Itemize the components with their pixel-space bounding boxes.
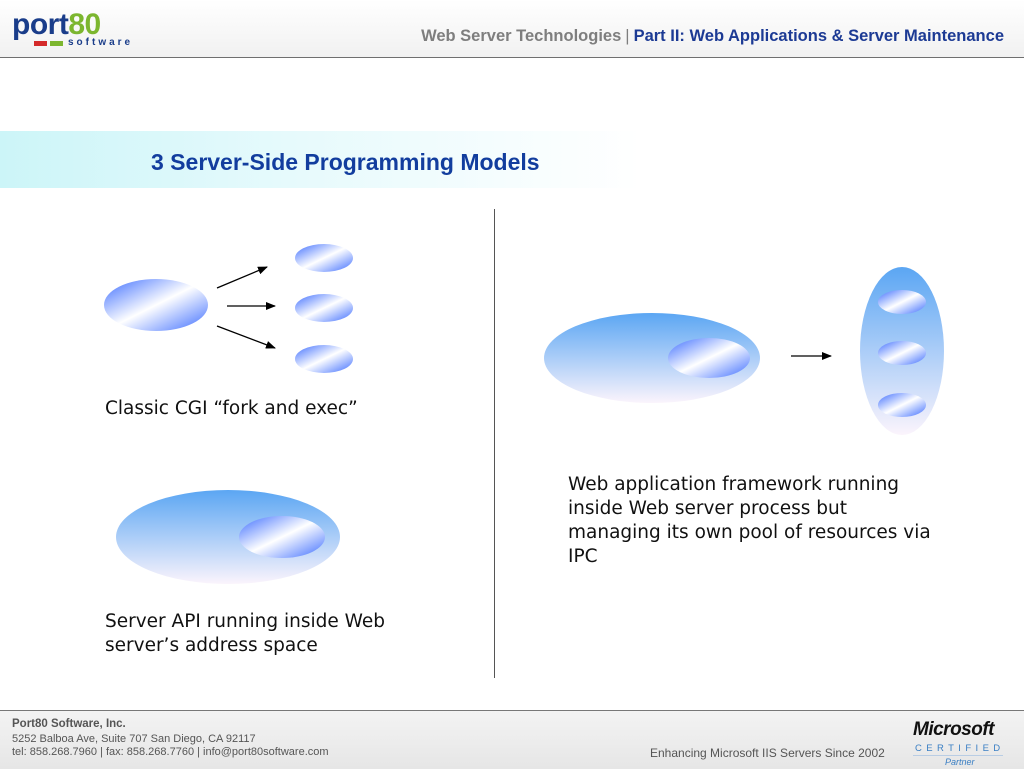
port80-logo: port80 software: [12, 8, 142, 54]
cgi-caption: Classic CGI “fork and exec”: [105, 398, 358, 419]
app-framework-model: [544, 267, 944, 435]
api-extension: [239, 516, 325, 558]
logo-brand-number: 80: [68, 8, 101, 41]
logo-green-bar: [50, 41, 63, 46]
pool-resource-3: [878, 393, 926, 417]
column-divider: [494, 209, 495, 678]
microsoft-certified-partner-logo: Microsoft CERTIFIED Partner: [913, 719, 1013, 769]
child-process-3: [295, 345, 353, 373]
child-process-1: [295, 244, 353, 272]
header-separator: |: [625, 27, 630, 45]
framework-component: [668, 338, 750, 378]
pool-resource-2: [878, 341, 926, 365]
cgi-model: [104, 244, 353, 373]
server-api-model: [116, 490, 340, 584]
course-title: Web Server Technologies: [421, 27, 622, 45]
pool-resource-1: [878, 290, 926, 314]
slide-title: 3 Server-Side Programming Models: [151, 149, 540, 175]
logo-brand: port: [12, 8, 69, 41]
badge-rule: [913, 755, 1003, 756]
child-process-2: [295, 294, 353, 322]
partner-text: Partner: [945, 757, 975, 767]
cgi-server-process: [104, 279, 208, 331]
header-title: Web Server Technologies|Part II: Web App…: [421, 27, 1004, 46]
company-address: 5252 Balboa Ave, Suite 707 San Diego, CA…: [12, 733, 256, 745]
web-server-process: [544, 313, 760, 403]
section-title: Part II: Web Applications & Server Maint…: [633, 27, 1004, 45]
company-name: Port80 Software, Inc.: [12, 718, 126, 730]
fork-arrow-bottom: [216, 325, 276, 349]
framework-caption: Web application framework running inside…: [568, 474, 931, 567]
slide-header: port80 software Web Server Technologies|…: [0, 0, 1024, 58]
server-api-caption: Server API running inside Web server’s a…: [105, 611, 385, 656]
certified-text: CERTIFIED: [915, 743, 1005, 754]
footer-tagline: Enhancing Microsoft IIS Servers Since 20…: [650, 746, 885, 760]
microsoft-wordmark: Microsoft: [913, 719, 995, 740]
company-contact: tel: 858.268.7960 | fax: 858.268.7760 | …: [12, 746, 329, 758]
title-band: [0, 131, 640, 188]
web-server-address-space: [116, 490, 340, 584]
logo-red-bar: [34, 41, 47, 46]
logo-subtitle: software: [68, 37, 134, 48]
fork-arrow-top: [216, 266, 268, 289]
slide-footer: Port80 Software, Inc. 5252 Balboa Ave, S…: [0, 710, 1024, 769]
